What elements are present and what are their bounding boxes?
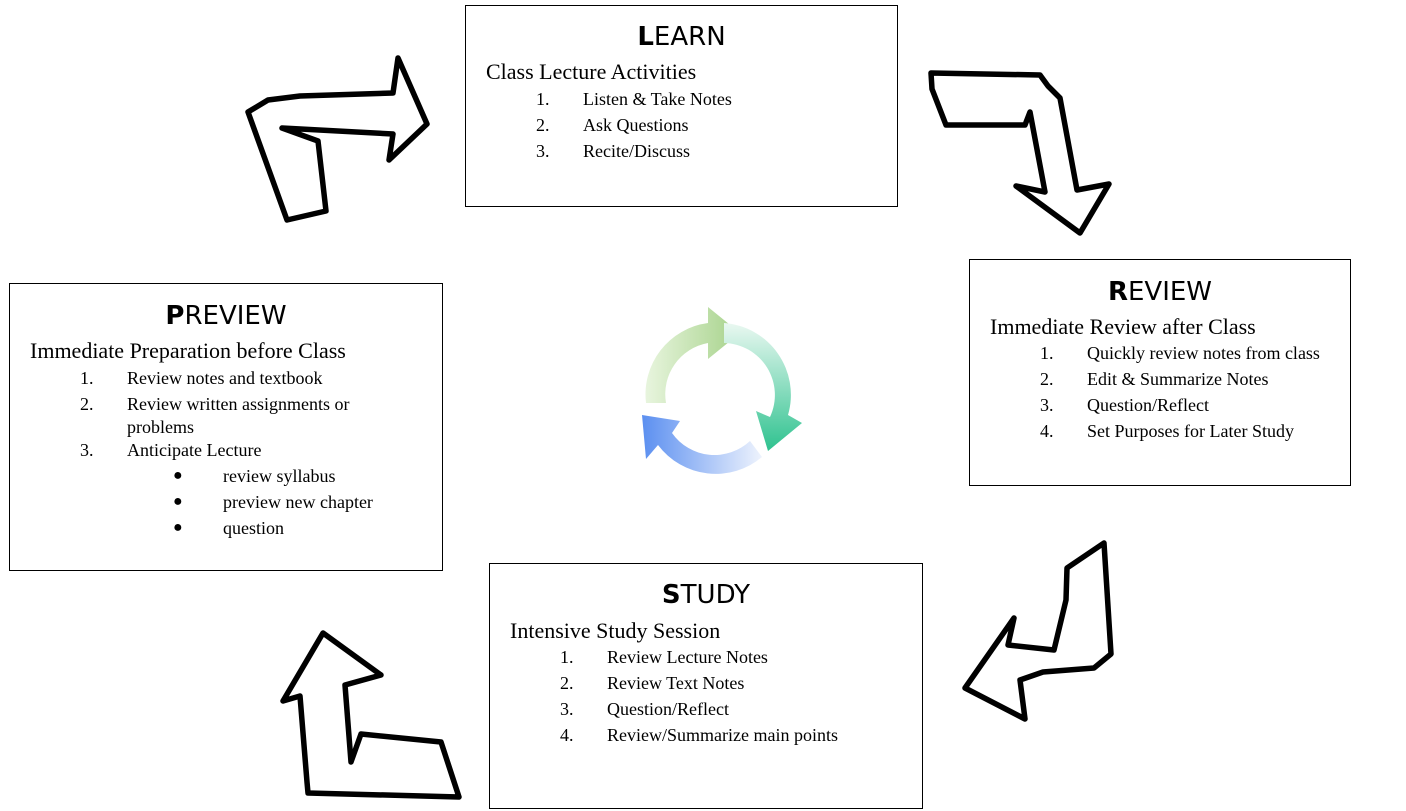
list-number: 4. [560, 725, 574, 745]
cycle-segment-teal [724, 323, 802, 451]
learn-title: LEARN [466, 24, 897, 50]
list-number: 3. [560, 699, 574, 719]
list-item: 2. Review written assignments or [80, 391, 349, 417]
list-item: 2. Review Text Notes [560, 670, 838, 696]
list-number: 1. [560, 647, 574, 667]
review-list: 1. Quickly review notes from class 2. Edit… [1040, 340, 1320, 444]
list-text: review syllabus [223, 466, 336, 486]
list-text: Recite/Discuss [583, 141, 690, 161]
cycle-icon [642, 307, 802, 474]
study-list: 1. Review Lecture Notes 2. Review Text Not… [560, 644, 838, 748]
list-text: Question/Reflect [1087, 395, 1209, 415]
learn-box: LEARN Class Lecture Activities 1. Listen … [465, 5, 898, 207]
cycle-segment-blue [642, 415, 762, 474]
list-text: Review Text Notes [607, 673, 745, 693]
list-text: Review Lecture Notes [607, 647, 768, 667]
list-item: ● question [173, 515, 373, 541]
review-title: REVIEW [970, 279, 1350, 305]
review-subtitle: Immediate Review after Class [990, 314, 1256, 339]
study-subtitle: Intensive Study Session [510, 618, 721, 643]
list-item: problems [80, 417, 349, 437]
learn-subtitle: Class Lecture Activities [486, 59, 697, 84]
list-item: 1. Listen & Take Notes [536, 86, 732, 112]
bullet-icon: ● [173, 493, 183, 510]
review-box: REVIEW Immediate Review after Class 1. Qu… [969, 259, 1351, 486]
list-number: 2. [536, 115, 550, 135]
list-item: 4. Review/Summarize main points [560, 722, 838, 748]
list-number: 2. [80, 394, 94, 414]
list-number: 1. [1040, 343, 1054, 363]
list-text: Review notes and textbook [127, 368, 323, 388]
review-title-initial: R [1107, 277, 1128, 307]
study-title-rest: TUDY [680, 580, 751, 610]
list-item: 2. Ask Questions [536, 112, 732, 138]
preview-subtitle: Immediate Preparation before Class [30, 338, 346, 363]
bullet-icon: ● [173, 519, 183, 536]
list-item: 4. Set Purposes for Later Study [1040, 418, 1320, 444]
list-number: 2. [1040, 369, 1054, 389]
list-text: question [223, 518, 284, 538]
study-title: STUDY [490, 582, 922, 608]
list-item: 3. Question/Reflect [1040, 392, 1320, 418]
list-number: 2. [560, 673, 574, 693]
list-text: Question/Reflect [607, 699, 729, 719]
list-item: ● preview new chapter [173, 489, 373, 515]
list-text: Review/Summarize main points [607, 725, 838, 745]
list-item: 3. Anticipate Lecture [80, 437, 349, 463]
study-box: STUDY Intensive Study Session 1. Review L… [489, 563, 923, 809]
review-title-rest: EVIEW [1128, 277, 1213, 307]
list-item: 1. Quickly review notes from class [1040, 340, 1320, 366]
preview-title: PREVIEW [10, 303, 442, 329]
list-item: 1. Review notes and textbook [80, 365, 349, 391]
list-text: Quickly review notes from class [1087, 343, 1320, 363]
preview-box: PREVIEW Immediate Preparation before Cla… [9, 283, 443, 571]
learn-list: 1. Listen & Take Notes 2. Ask Questions 3.… [536, 86, 732, 164]
cycle-segment-green [645, 307, 740, 403]
list-number: 3. [536, 141, 550, 161]
preview-title-initial: P [165, 301, 185, 331]
bullet-icon: ● [173, 467, 183, 484]
preview-title-rest: REVIEW [184, 301, 287, 331]
list-text: Review written assignments or [127, 394, 350, 414]
list-text: Ask Questions [583, 115, 689, 135]
list-item: 2. Edit & Summarize Notes [1040, 366, 1320, 392]
learn-title-initial: L [637, 22, 654, 52]
list-item: 3. Recite/Discuss [536, 138, 732, 164]
list-number: 4. [1040, 421, 1054, 441]
list-number: 3. [80, 440, 94, 460]
list-text: Listen & Take Notes [583, 89, 732, 109]
list-text: problems [127, 417, 194, 437]
learn-title-rest: EARN [653, 22, 726, 52]
list-item: ● review syllabus [173, 463, 373, 489]
list-number: 3. [1040, 395, 1054, 415]
list-number: 1. [80, 368, 94, 388]
preview-list: 1. Review notes and textbook 2. Review wri… [80, 365, 349, 463]
study-title-initial: S [661, 580, 681, 610]
list-text: Edit & Summarize Notes [1087, 369, 1269, 389]
list-number: 1. [536, 89, 550, 109]
list-item: 1. Review Lecture Notes [560, 644, 838, 670]
list-text: preview new chapter [223, 492, 373, 512]
list-text: Anticipate Lecture [127, 440, 262, 460]
list-item: 3. Question/Reflect [560, 696, 838, 722]
preview-bullet-list: ● review syllabus ● preview new chapter ● q… [173, 463, 373, 541]
list-text: Set Purposes for Later Study [1087, 421, 1294, 441]
